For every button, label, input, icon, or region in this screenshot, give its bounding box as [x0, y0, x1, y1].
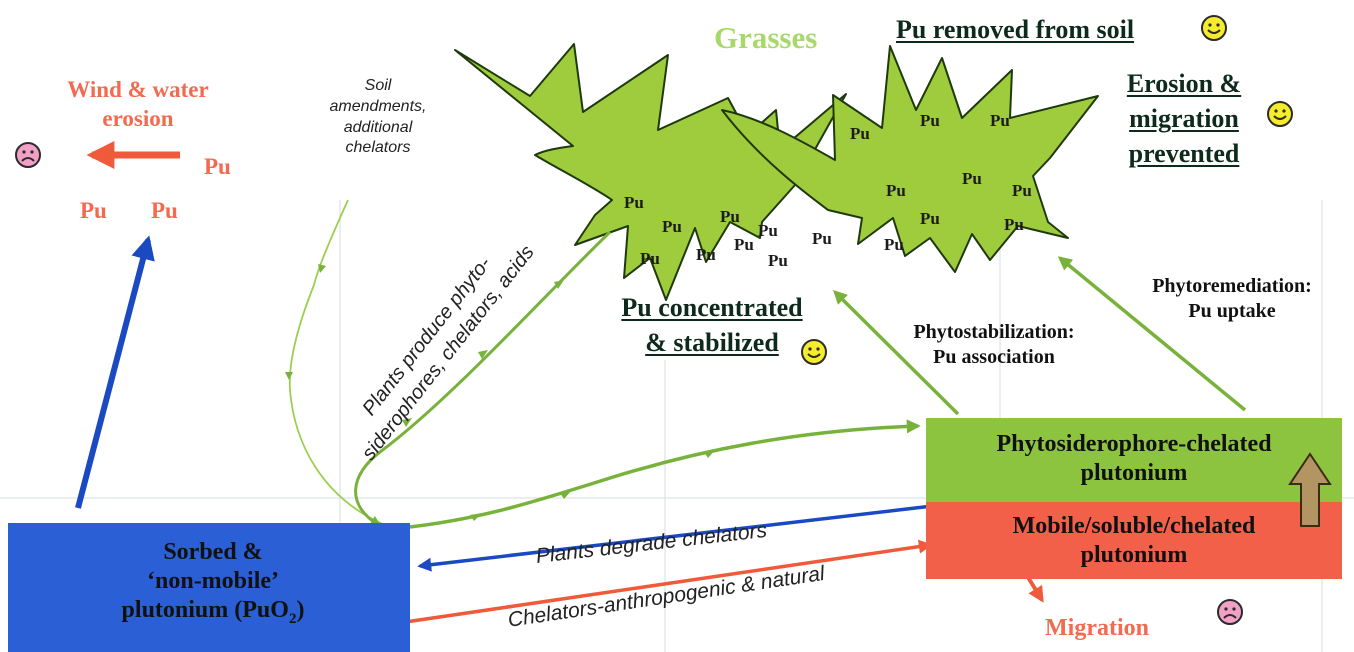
erosion-arrow — [78, 240, 148, 508]
frown-icon — [1216, 598, 1244, 626]
chelators-arrow — [385, 545, 930, 625]
smiley-icon — [1266, 100, 1294, 128]
pu-marker: Pu — [640, 250, 660, 267]
pu-marker: Pu — [768, 252, 788, 269]
pu-marker: Pu — [990, 112, 1010, 129]
pu-marker: Pu — [758, 222, 778, 239]
outcome-erosion: Erosion & migration prevented — [1108, 66, 1260, 171]
migration-label: Migration — [1045, 616, 1149, 640]
pu-marker: Pu — [884, 236, 904, 253]
phytoremediation-label: Phytoremediation: Pu uptake — [1120, 274, 1344, 324]
pu-marker: Pu — [624, 194, 644, 211]
frown-icon — [14, 141, 42, 169]
wind-water-erosion-label: Wind & water erosion — [30, 76, 246, 134]
pu-marker: Pu — [962, 170, 982, 187]
pu-wind: Pu — [204, 155, 231, 178]
pu-marker: Pu — [920, 112, 940, 129]
smiley-icon — [1200, 14, 1228, 42]
outcome-removed: Pu removed from soil — [896, 17, 1134, 43]
phyto-box-label: Phytosiderophore-chelated plutonium — [936, 430, 1332, 488]
grass-plant-right — [722, 46, 1098, 272]
pu-wind: Pu — [151, 199, 178, 222]
sorbed-to-phyto-arrow — [400, 426, 918, 528]
sorbed-box-label: Sorbed & ‘non-mobile’ plutonium (PuO2) — [68, 538, 358, 627]
pu-marker: Pu — [734, 236, 754, 253]
pu-marker: Pu — [886, 182, 906, 199]
pu-marker: Pu — [720, 208, 740, 225]
pu-marker: Pu — [1004, 216, 1024, 233]
soil-amendments-label: Soil amendments, additional chelators — [324, 76, 432, 159]
smiley-icon — [800, 338, 828, 366]
outcome-concentrated: Pu concentrated & stabilized — [588, 290, 836, 360]
pu-marker: Pu — [662, 218, 682, 235]
pu-marker: Pu — [696, 246, 716, 263]
title: Grasses — [714, 22, 817, 53]
phytostabilization-label: Phytostabilization: Pu association — [894, 320, 1094, 370]
pu-marker: Pu — [812, 230, 832, 247]
pu-marker: Pu — [920, 210, 940, 227]
mobile-box-label: Mobile/soluble/chelated plutonium — [936, 512, 1332, 570]
pu-marker: Pu — [850, 125, 870, 142]
pu-wind: Pu — [80, 199, 107, 222]
pu-marker: Pu — [1012, 182, 1032, 199]
